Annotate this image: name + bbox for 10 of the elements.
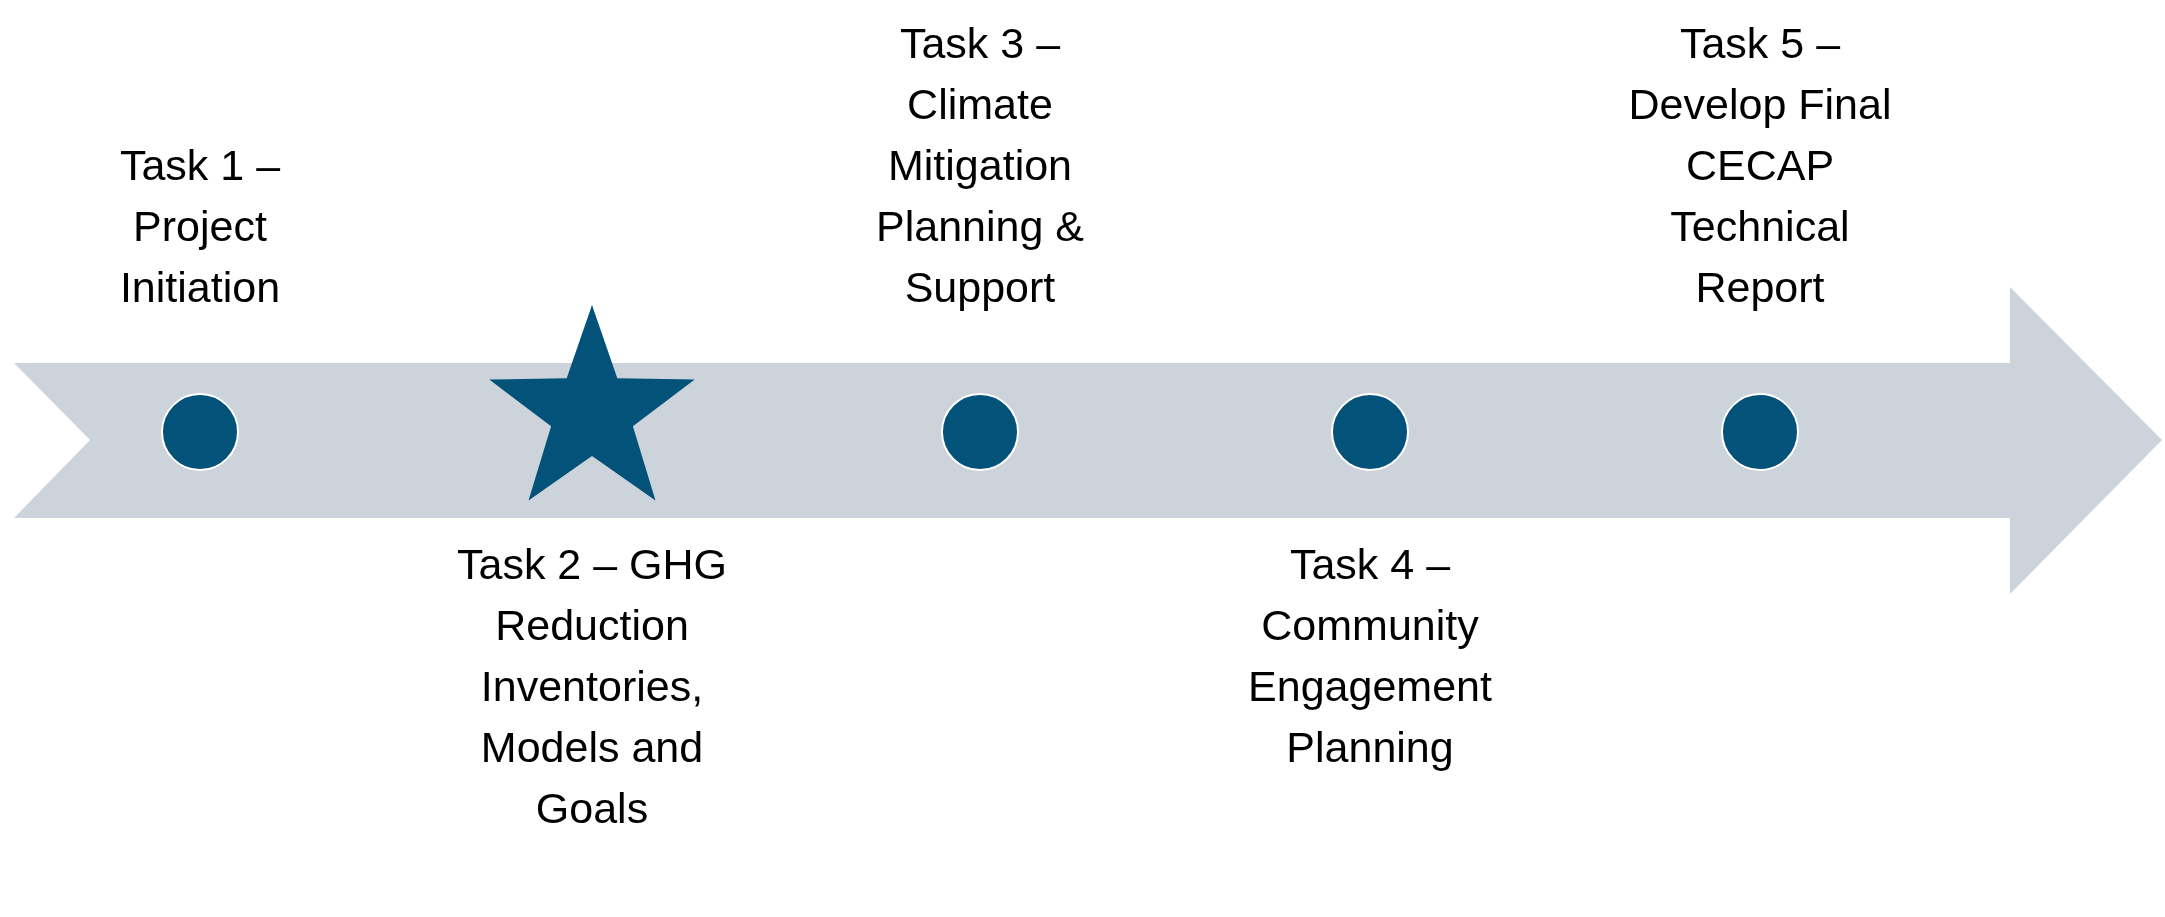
- milestone-dot: [1721, 393, 1799, 471]
- task-label: Task 4 – Community Engagement Planning: [1247, 539, 1493, 773]
- milestone-dot: [161, 393, 239, 471]
- milestone-dot: [1331, 393, 1409, 471]
- milestone-star: [489, 305, 695, 501]
- task-label: Task 2 – GHG Reduction Inventories, Models and Goals: [456, 539, 728, 834]
- milestone-dot: [941, 393, 1019, 471]
- task-label: Task 1 – Project Initiation: [118, 140, 282, 313]
- task-label: Task 3 – Climate Mitigation Planning & Support: [875, 18, 1085, 313]
- task-label: Task 5 – Develop Final CECAP Technical Report: [1627, 18, 1893, 313]
